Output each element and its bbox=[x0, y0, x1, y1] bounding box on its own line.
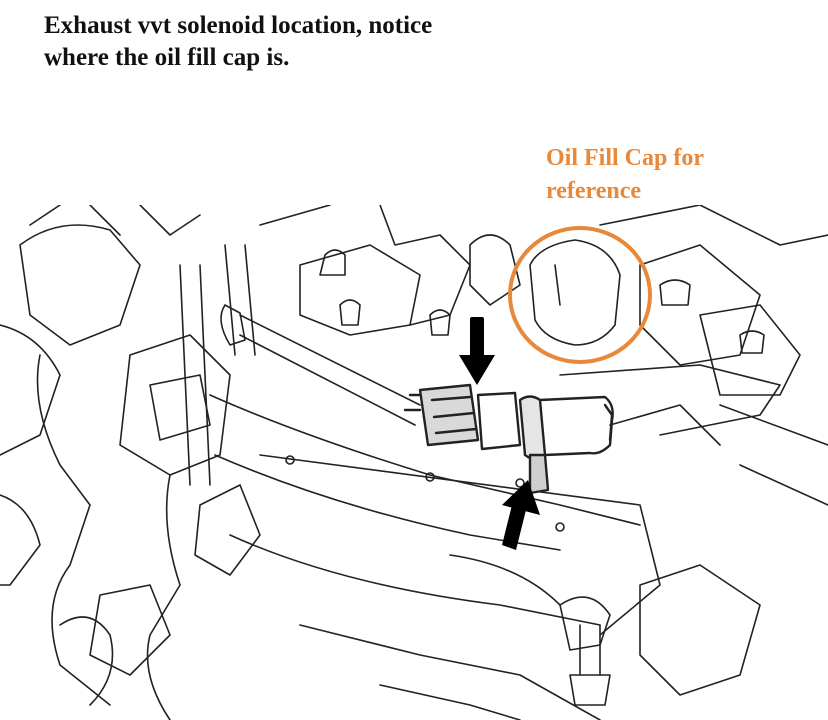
engine-bay-outline bbox=[0, 205, 828, 720]
diagram-caption: Exhaust vvt solenoid location, notice wh… bbox=[44, 10, 564, 74]
down-arrow bbox=[459, 317, 495, 385]
oil-fill-cap-highlight-circle bbox=[508, 226, 652, 364]
oil-fill-cap-annotation: Oil Fill Cap for reference bbox=[546, 142, 806, 208]
caption-line-1: Exhaust vvt solenoid location, notice bbox=[44, 12, 433, 39]
caption-line-2: where the oil fill cap is. bbox=[44, 44, 290, 71]
engine-line-drawing bbox=[0, 205, 828, 720]
annotation-line-2: reference bbox=[546, 178, 642, 204]
annotation-line-1: Oil Fill Cap for bbox=[546, 145, 704, 171]
up-arrow bbox=[502, 480, 540, 550]
exhaust-vvt-solenoid bbox=[403, 383, 614, 495]
engine-diagram-svg bbox=[0, 205, 828, 720]
solenoid-pointer-arrows bbox=[459, 317, 540, 550]
